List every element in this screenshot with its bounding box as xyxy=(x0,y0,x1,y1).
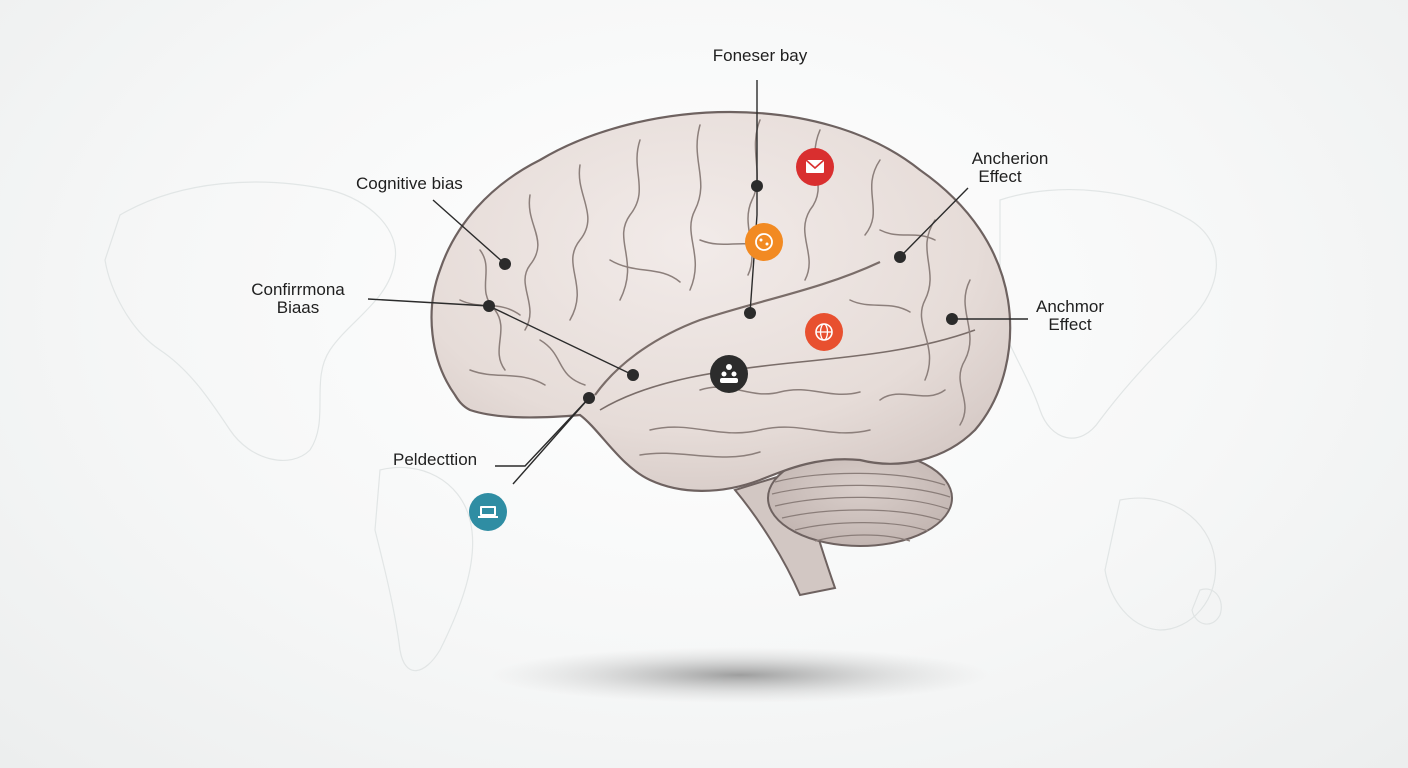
cerebellum xyxy=(767,449,953,547)
label-prediction: Peldecttion xyxy=(393,450,478,469)
world-map-background xyxy=(104,181,1222,672)
people-icon xyxy=(710,355,748,393)
globe-icon xyxy=(805,313,843,351)
label-foneser-bay: Foneser bay xyxy=(712,46,808,65)
label-confirmation-bias: Confirrmona Biaas xyxy=(251,280,345,317)
connector-dots xyxy=(483,180,958,404)
label-anchor-effect: Anchmor Effect xyxy=(1035,297,1105,334)
cookie-icon xyxy=(745,223,783,261)
cerebrum xyxy=(430,110,1012,492)
floor-shadow xyxy=(490,647,990,703)
label-cognitive-bias: Cognitive bias xyxy=(356,174,463,193)
laptop-icon xyxy=(469,493,507,531)
envelope-icon xyxy=(796,148,834,186)
label-anchorion-effect: Ancherion Effect xyxy=(971,149,1049,186)
leader-lines xyxy=(367,80,1028,485)
